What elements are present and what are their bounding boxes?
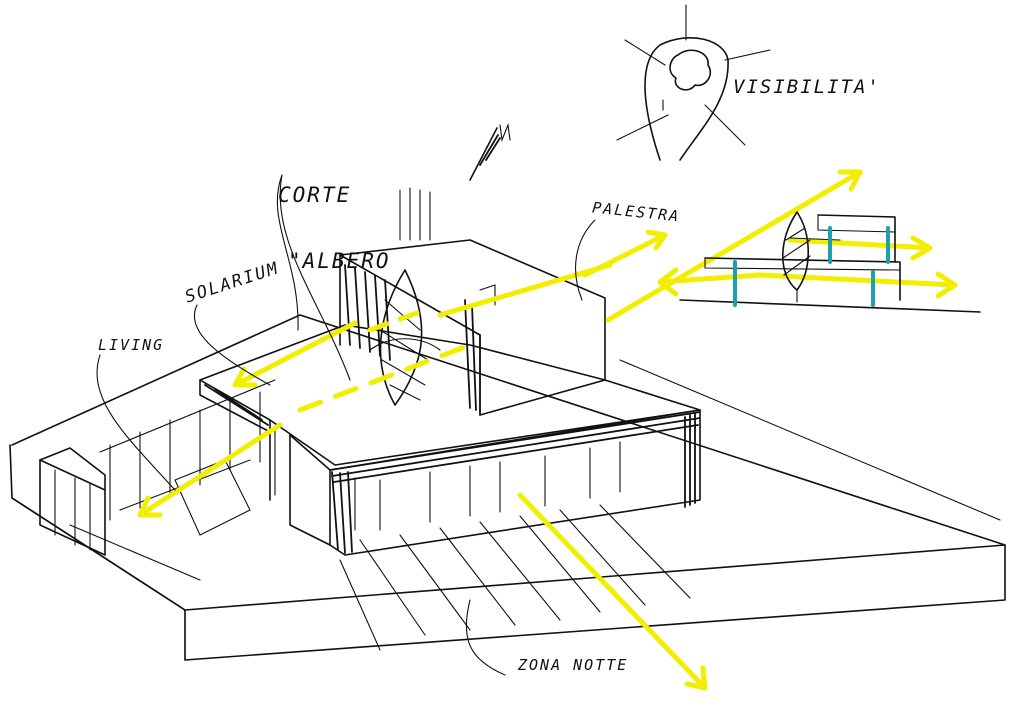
zona-notte-label: ZONA NOTTE bbox=[518, 656, 629, 674]
living-label: LIVING bbox=[98, 336, 165, 354]
palestra-block bbox=[339, 187, 606, 416]
corte-label-line2: "ALBERO bbox=[288, 249, 391, 274]
tree-icon bbox=[369, 269, 441, 406]
north-arrow-icon bbox=[469, 122, 511, 181]
corte-albero-label: CORTE "ALBERO bbox=[278, 140, 391, 294]
living-wing bbox=[39, 379, 276, 581]
corte-label-line1: CORTE bbox=[278, 183, 352, 208]
ground-stripes bbox=[339, 504, 691, 651]
visibilita-label: VISIBILITA' bbox=[733, 76, 881, 98]
leader-lines bbox=[96, 174, 596, 676]
site-plinth bbox=[9, 314, 1006, 661]
section-sketch bbox=[679, 211, 981, 313]
ground-floor-block bbox=[289, 409, 701, 556]
visibility-diagram bbox=[616, 4, 771, 161]
sun-paths bbox=[137, 169, 958, 691]
